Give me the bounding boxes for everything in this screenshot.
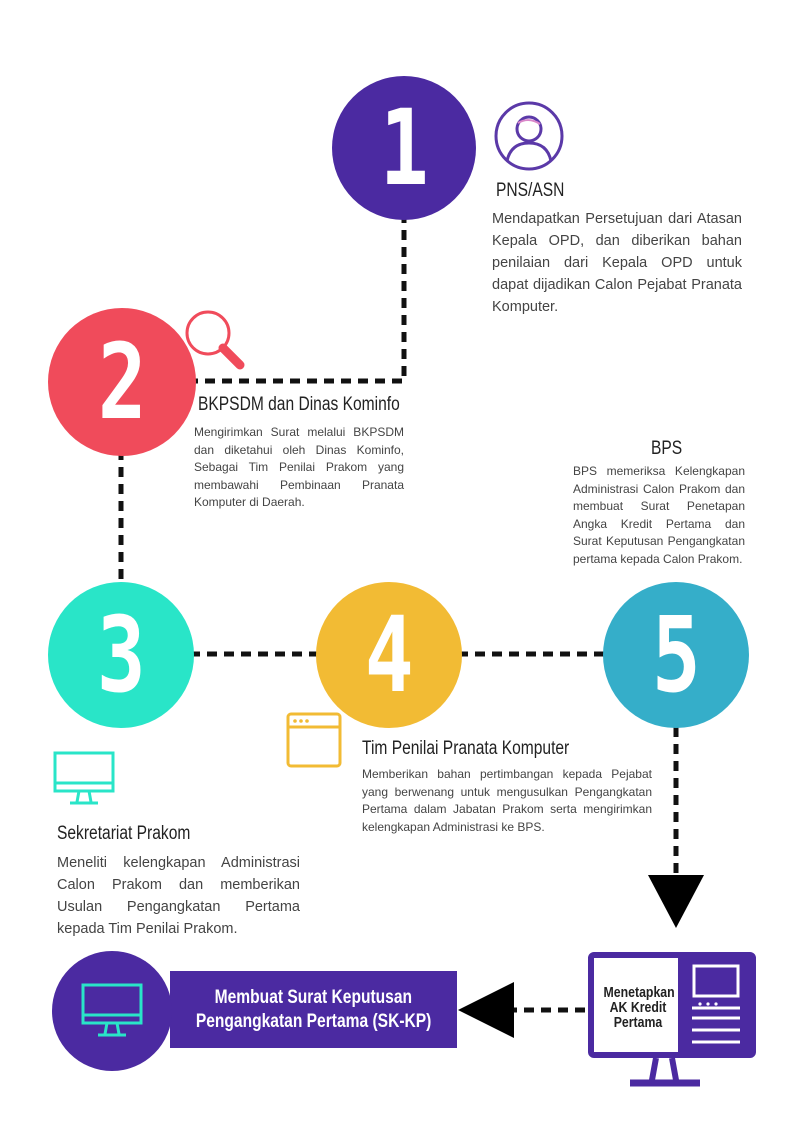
step-2-circle: 2	[48, 308, 196, 456]
step-5-circle: 5	[603, 582, 749, 728]
step-3-circle: 3	[48, 582, 194, 728]
sk-kp-banner: Membuat Surat Keputusan Pengangkatan Per…	[170, 971, 457, 1048]
final-caption-line-3: Pertama	[613, 1014, 663, 1031]
step-1-number: 1	[379, 87, 429, 209]
search-icon	[185, 310, 245, 370]
step-4-number: 4	[364, 594, 414, 716]
banner-line-1: Membuat Surat Keputusan	[214, 986, 413, 1008]
step-2-text: Mengirimkan Surat melalui BKPSDM dan dik…	[194, 425, 404, 509]
final-caption-line-1: Menetapkan	[603, 984, 675, 1001]
step-1-circle: 1	[332, 76, 476, 220]
step-1-text: Mendapatkan Persetujuan dari Atasan Kepa…	[492, 211, 742, 315]
step-4-title: Tim Penilai Pranata Komputer	[362, 738, 570, 759]
step-2-number: 2	[97, 321, 147, 443]
final-computer-caption: Menetapkan AK Kredit Pertama	[596, 985, 680, 1030]
step-3-number: 3	[96, 594, 146, 716]
banner-icon-circle	[52, 951, 172, 1071]
step-4-text: Memberikan bahan pertimbangan kepada Pej…	[362, 767, 652, 834]
step-5-text: BPS memeriksa Kelengkapan Administrasi C…	[573, 464, 745, 566]
step-1-title: PNS/ASN	[496, 180, 565, 201]
browser-window-icon	[286, 712, 342, 768]
monitor-icon	[53, 751, 115, 805]
step-4-circle: 4	[316, 582, 462, 728]
step-5-title: BPS	[651, 438, 683, 459]
step-2-title: BKPSDM dan Dinas Kominfo	[198, 394, 400, 415]
monitor-icon	[81, 983, 143, 1037]
arrow-down-head	[648, 875, 704, 928]
computer-tower-icon	[588, 952, 756, 1087]
step-5-number: 5	[651, 594, 701, 716]
banner-line-2: Pengangkatan Pertama (SK-KP)	[195, 1010, 432, 1032]
step-3-title: Sekretariat Prakom	[57, 823, 191, 844]
arrow-left-head	[458, 982, 514, 1038]
step-3-text: Meneliti kelengkapan Administrasi Calon …	[57, 855, 300, 937]
final-caption-line-2: AK Kredit	[609, 999, 667, 1016]
user-icon	[494, 101, 564, 171]
connector-1-2	[190, 213, 407, 384]
